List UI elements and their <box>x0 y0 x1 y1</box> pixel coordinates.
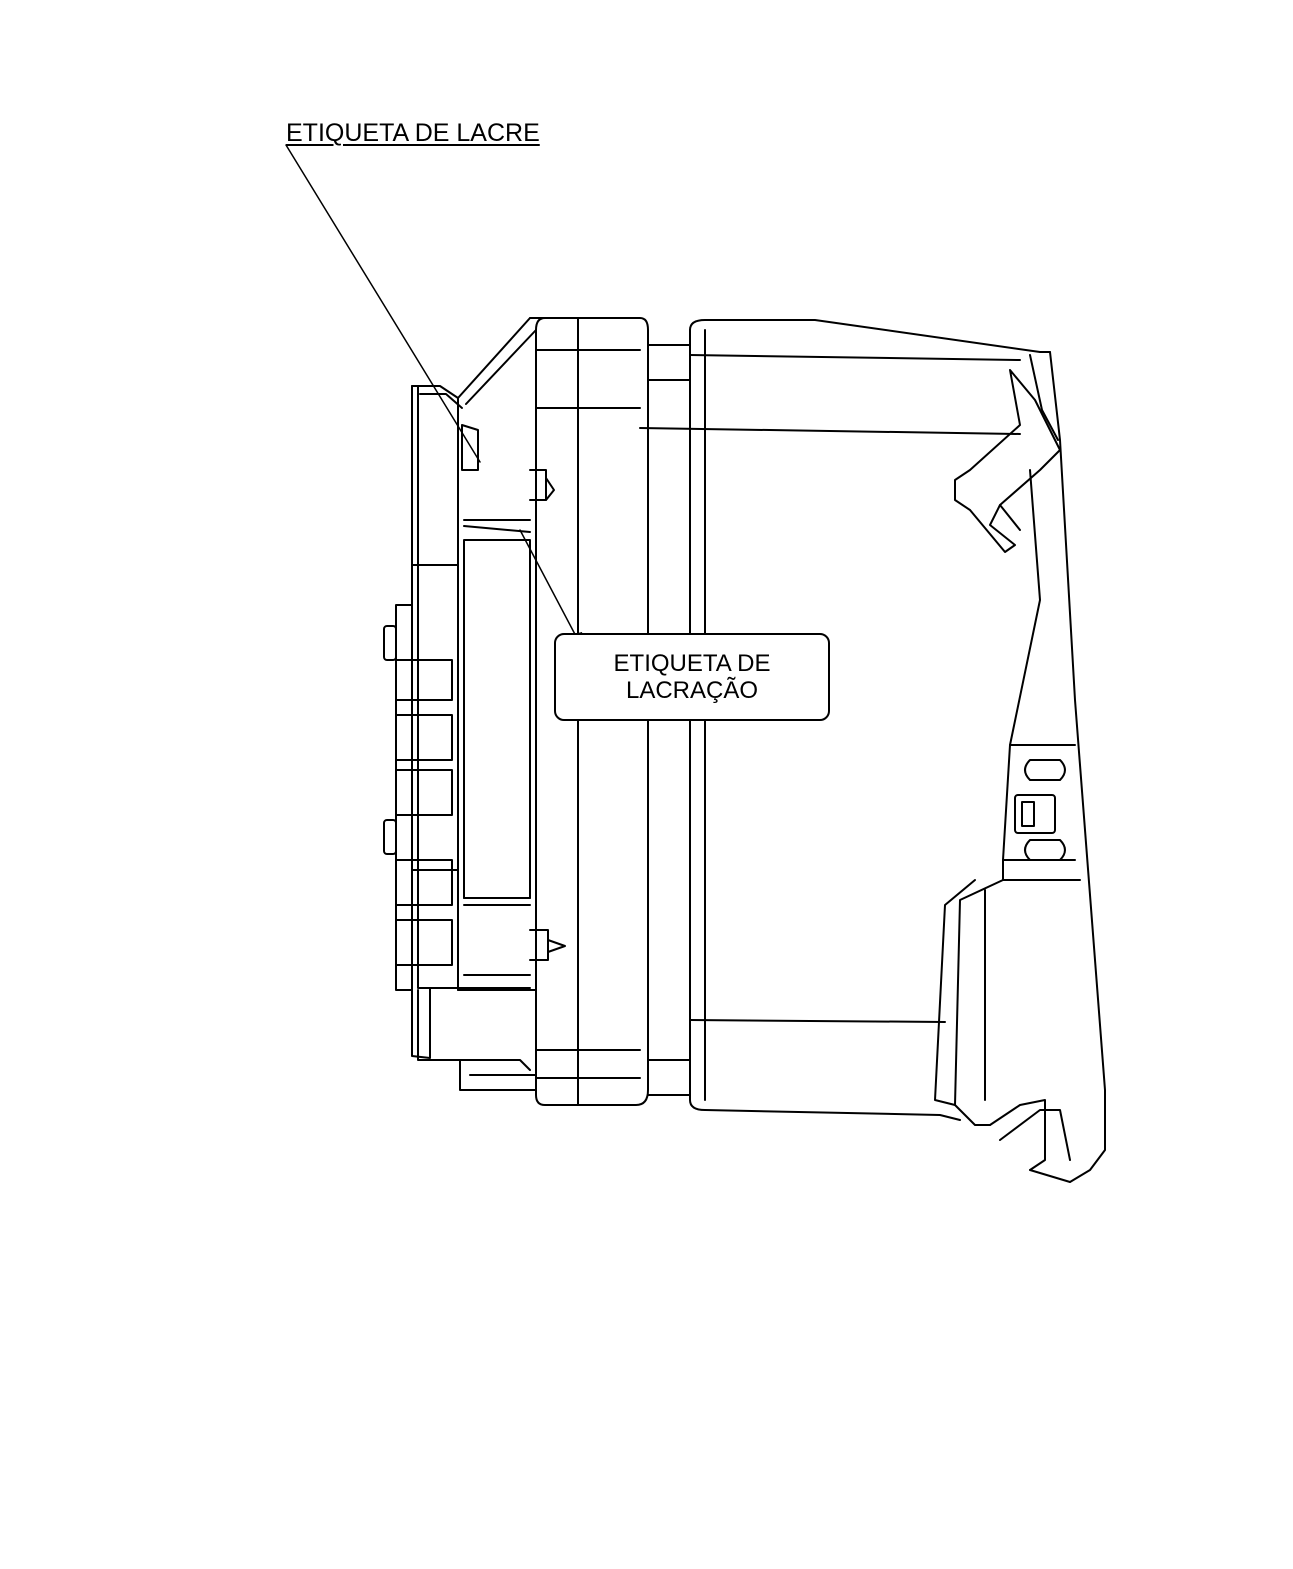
leader-top-label <box>285 144 481 463</box>
callout-box: ETIQUETA DE LACRAÇÃO <box>554 633 830 721</box>
front-panel <box>411 385 531 1071</box>
left-connectors <box>383 604 453 991</box>
callout-line-1: ETIQUETA DE <box>613 650 771 677</box>
seal-label-title: ETIQUETA DE LACRE <box>286 119 540 147</box>
callout-line-2: LACRAÇÃO <box>625 677 759 704</box>
seal-frame <box>457 317 566 1011</box>
rear-bracket <box>934 351 1106 1183</box>
